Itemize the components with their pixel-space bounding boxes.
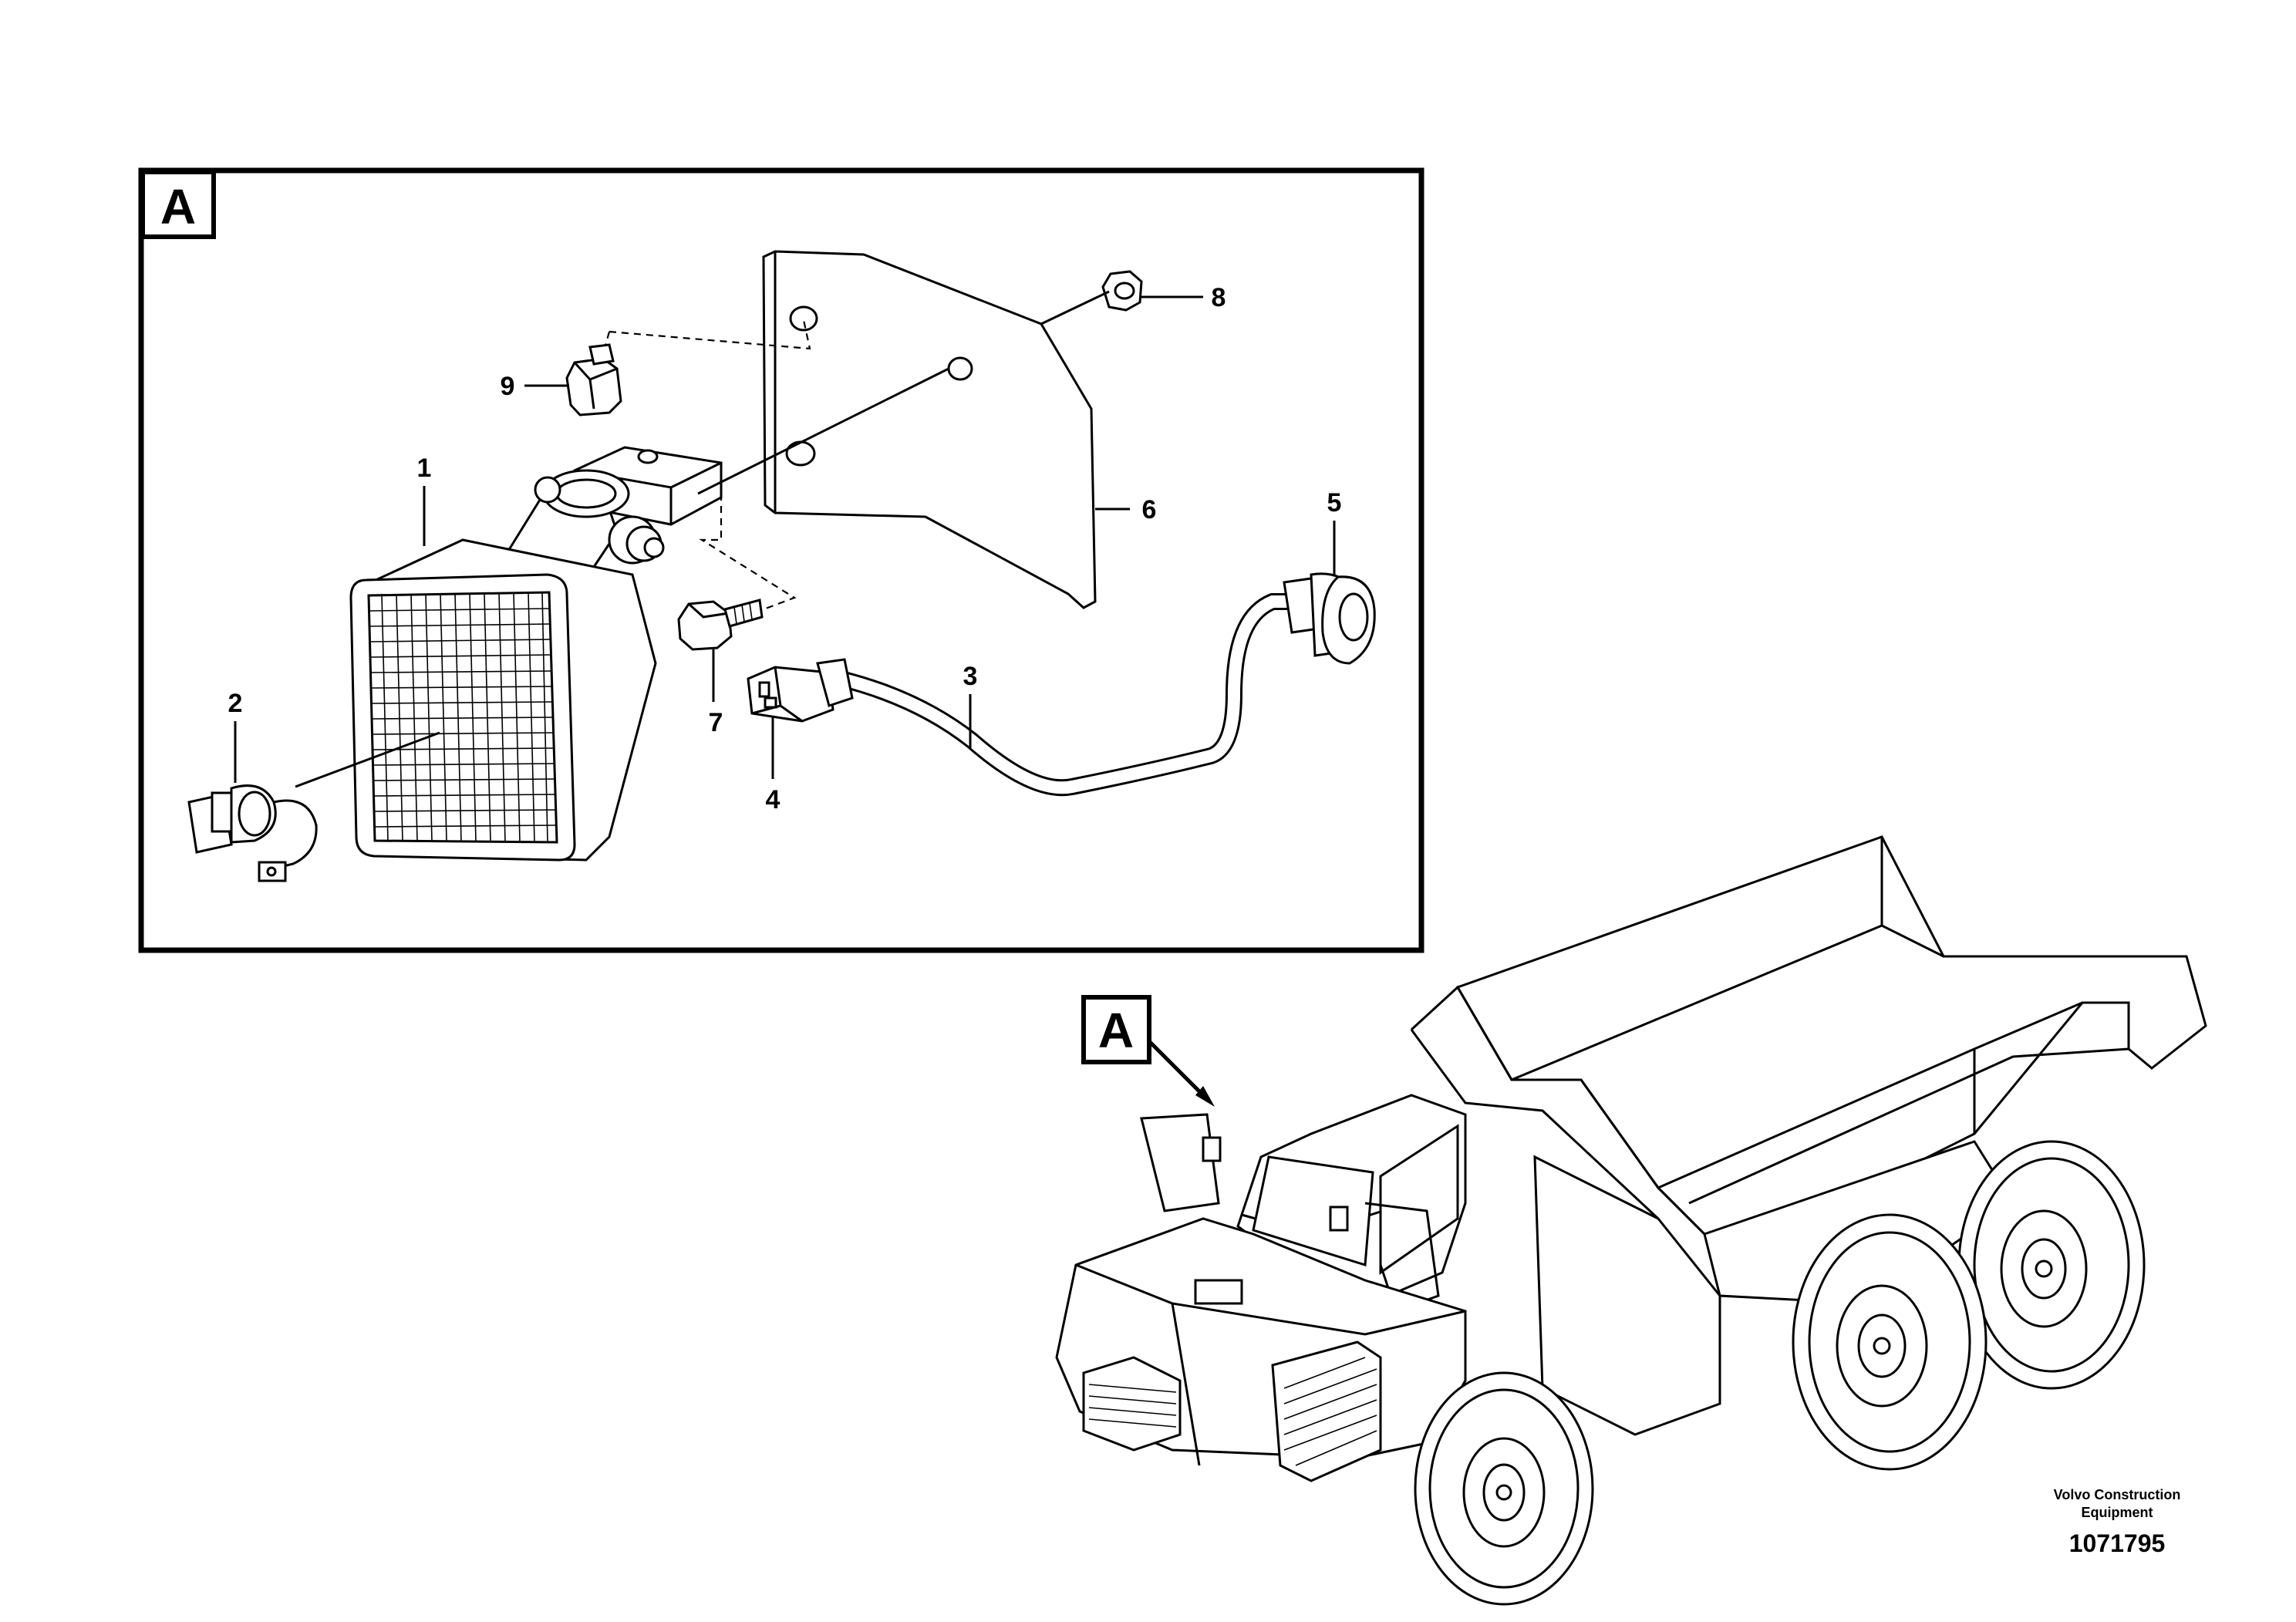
drawing-info: Volvo Construction Equipment 1071795 <box>2054 1487 2181 1557</box>
callout-2: 2 <box>228 689 243 718</box>
callout-1: 1 <box>417 454 432 483</box>
flange-nut-drawing <box>1040 270 1143 325</box>
flange-bolt-9-drawing <box>565 319 811 416</box>
articulated-hauler-overview: A <box>1055 835 2207 1606</box>
callout-4: 4 <box>766 785 781 814</box>
mount-leader <box>697 367 949 495</box>
callout-7: 7 <box>709 708 723 737</box>
wire-harness-drawing <box>747 572 1376 797</box>
callout-3: 3 <box>963 662 978 691</box>
bulb-drawing <box>187 731 440 882</box>
drawing-number: 1071795 <box>2069 1529 2166 1557</box>
company-line-2: Equipment <box>2082 1505 2153 1520</box>
overview-letter: A <box>1098 1003 1134 1058</box>
callout-8: 8 <box>1212 283 1226 312</box>
callout-9: 9 <box>501 372 515 401</box>
flange-bolt-7-drawing <box>677 599 764 651</box>
detail-view-letter: A <box>160 179 196 234</box>
callout-6: 6 <box>1142 495 1157 524</box>
detail-frame: A <box>138 167 1424 953</box>
work-lamp-drawing <box>349 446 797 862</box>
bracket-plate-drawing <box>762 250 1097 609</box>
callout-5: 5 <box>1327 488 1342 518</box>
callouts: 1 2 3 4 5 6 7 8 9 <box>228 283 1342 814</box>
company-line-1: Volvo Construction <box>2054 1487 2181 1502</box>
